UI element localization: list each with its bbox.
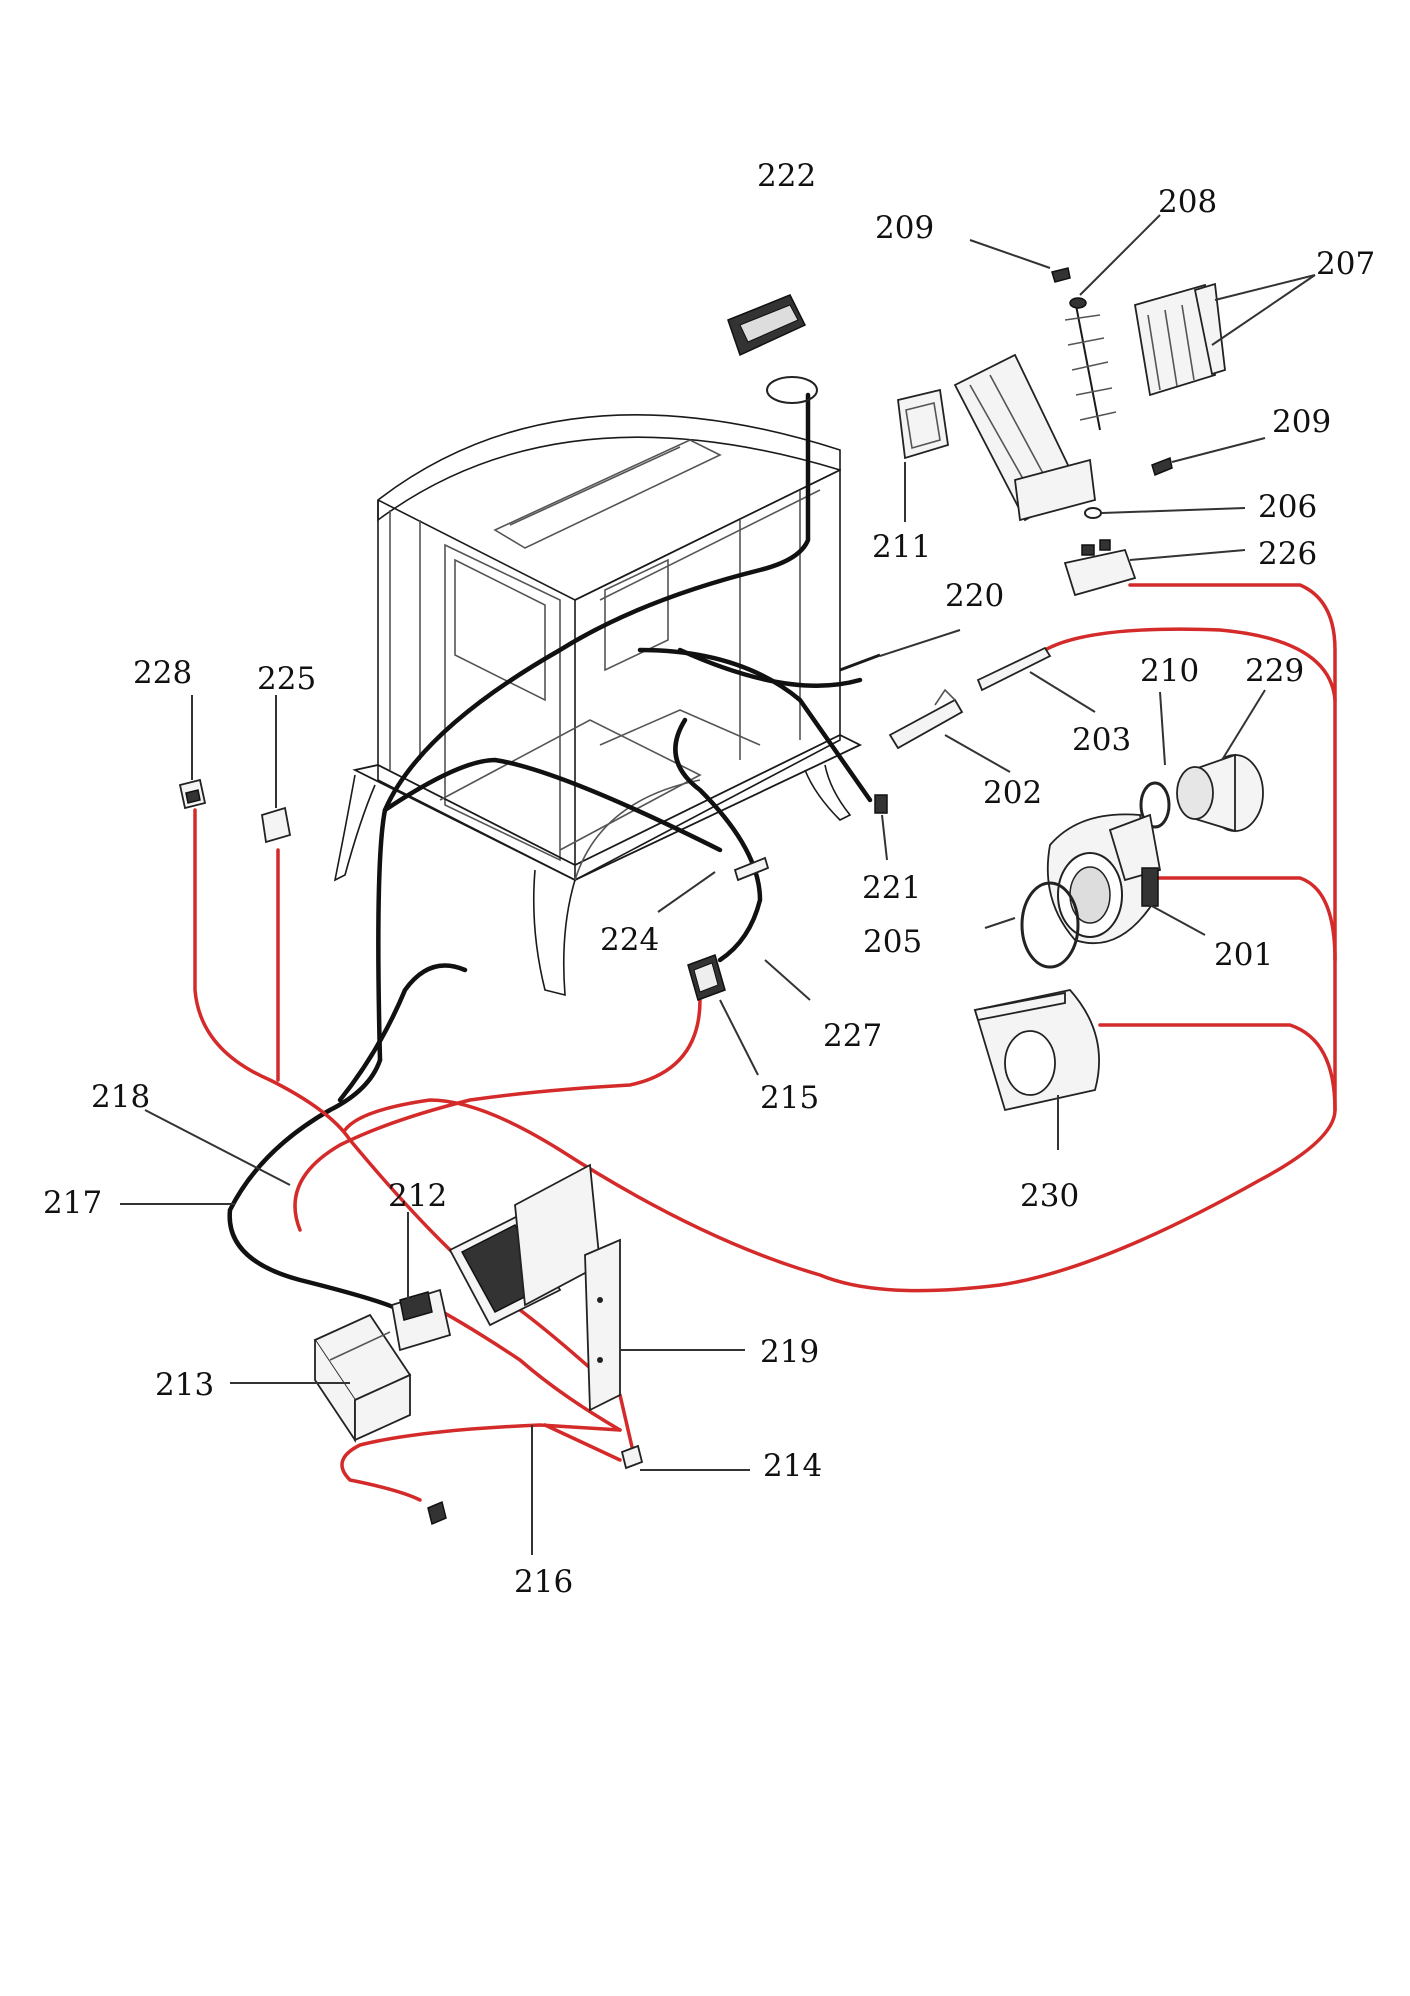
red-wiring (193, 583, 1337, 1502)
label-225: 225 (257, 661, 316, 697)
label-215: 215 (760, 1080, 819, 1116)
component-228 (178, 778, 207, 810)
component-226 (1063, 539, 1137, 597)
label-220: 220 (945, 578, 1004, 614)
label-208: 208 (1158, 184, 1217, 220)
label-214: 214 (763, 1448, 822, 1484)
component-212-board (390, 1288, 452, 1352)
label-206: 206 (1258, 489, 1317, 525)
label-226: 226 (1258, 536, 1317, 572)
label-211: 211 (872, 529, 931, 565)
label-222: 222 (757, 158, 816, 194)
component-229-sleeve (1176, 753, 1264, 833)
component-202-rod (888, 688, 964, 750)
component-224 (733, 856, 770, 882)
label-217: 217 (43, 1185, 102, 1221)
component-222 (727, 294, 818, 404)
component-219-bracket (448, 1163, 621, 1412)
label-227: 227 (823, 1018, 882, 1054)
component-214 (620, 1444, 644, 1470)
component-209-screw-bottom (1151, 456, 1173, 477)
label-210: 210 (1140, 653, 1199, 689)
label-209-top: 209 (875, 210, 934, 246)
leader-lines (120, 214, 1316, 1555)
label-213: 213 (155, 1367, 214, 1403)
stove-body (333, 413, 863, 997)
label-203: 203 (1072, 722, 1131, 758)
component-210-gasket (1139, 781, 1171, 829)
label-212: 212 (388, 1178, 447, 1214)
black-wiring (227, 392, 873, 1313)
component-203-rod (976, 646, 1052, 692)
component-chute (953, 353, 1096, 522)
component-201-fan (1046, 813, 1162, 945)
component-221 (874, 794, 888, 814)
component-230-blower (973, 989, 1100, 1112)
label-218: 218 (91, 1079, 150, 1115)
label-228: 228 (133, 655, 192, 691)
label-221: 221 (862, 870, 921, 906)
label-209-bottom: 209 (1272, 404, 1331, 440)
label-207: 207 (1316, 246, 1375, 282)
component-213-box (313, 1313, 412, 1443)
component-220-probe (839, 653, 881, 672)
component-215-switch (687, 954, 726, 1001)
component-225 (260, 806, 292, 844)
label-205: 205 (863, 924, 922, 960)
component-205-gasket (1020, 881, 1080, 969)
label-216: 216 (514, 1564, 573, 1600)
component-206 (1084, 507, 1102, 519)
label-224: 224 (600, 922, 659, 958)
component-216-plug (427, 1500, 447, 1526)
component-211-hatch (897, 388, 950, 460)
label-219: 219 (760, 1334, 819, 1370)
component-209-screw-top (1051, 267, 1071, 283)
component-207-plates (1133, 282, 1226, 397)
part-labels: 222 209 208 207 209 206 226 211 220 210 … (43, 158, 1375, 1600)
label-202: 202 (983, 775, 1042, 811)
component-208-auger (1064, 297, 1117, 431)
label-230: 230 (1020, 1178, 1079, 1214)
label-201: 201 (1214, 937, 1273, 973)
label-229: 229 (1245, 653, 1304, 689)
